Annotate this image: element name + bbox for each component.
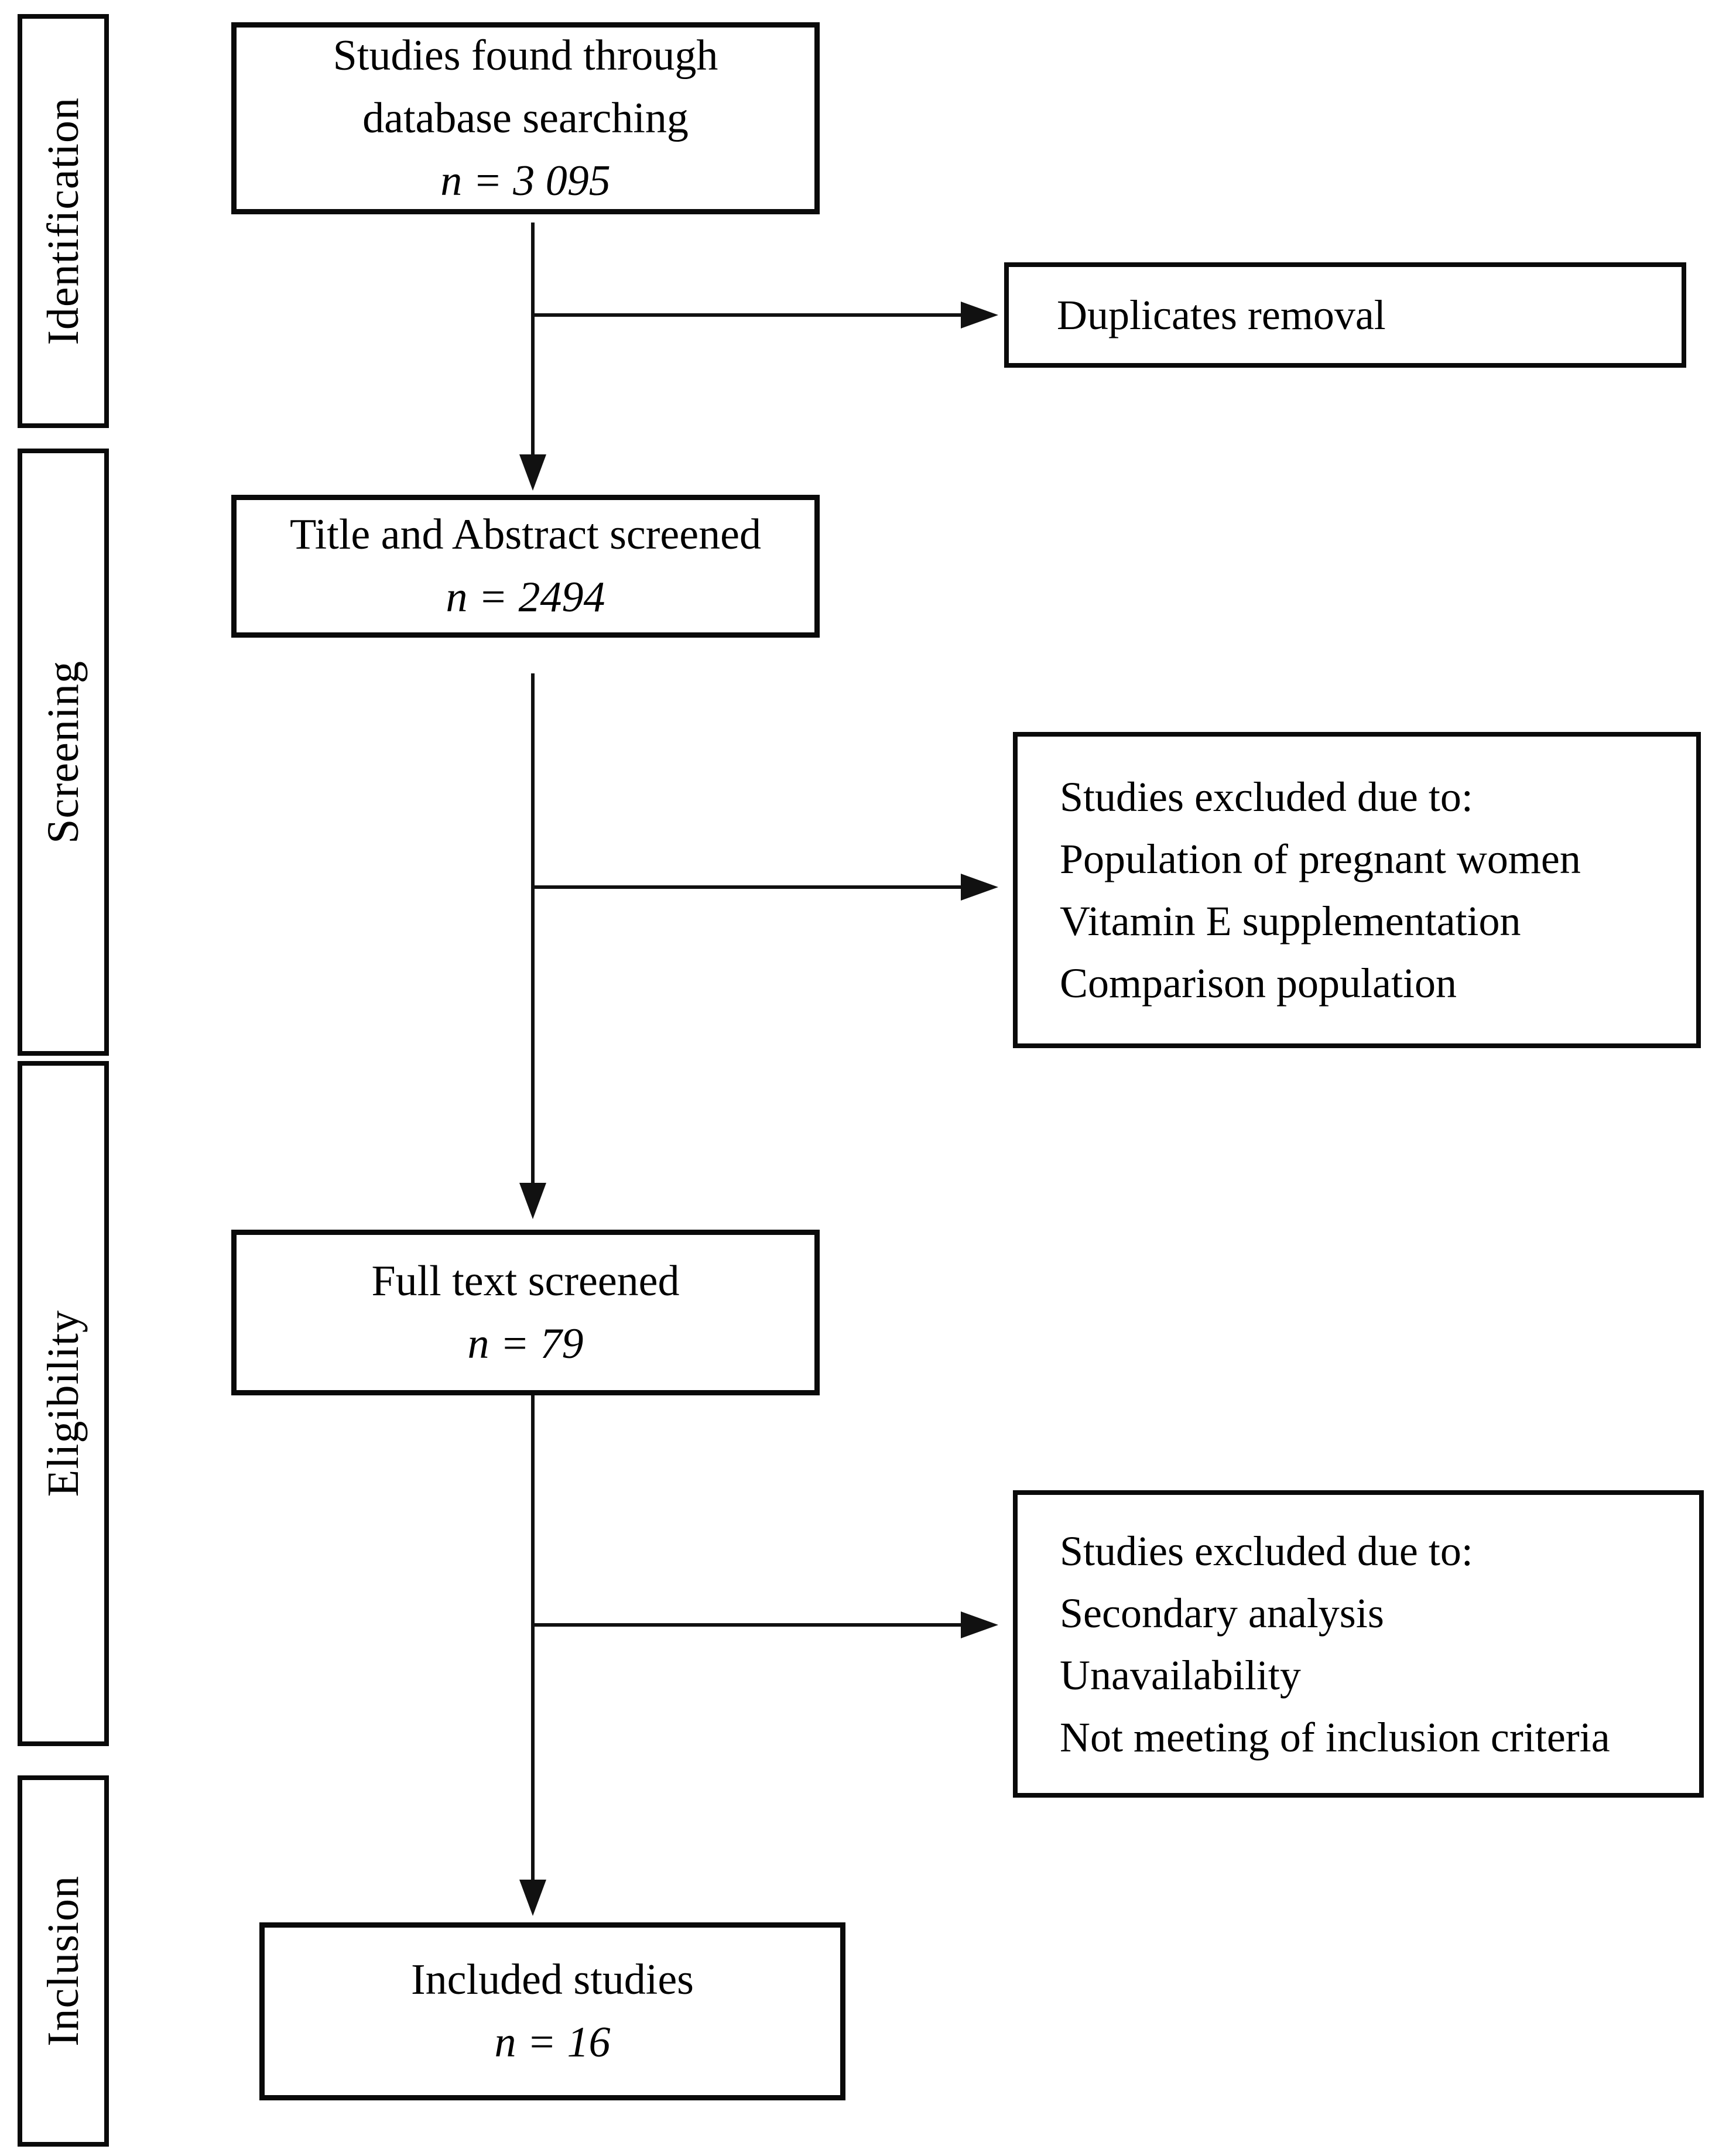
flow-text-line: Included studies xyxy=(411,1956,694,2004)
stage-label-identification: Identification xyxy=(38,97,88,345)
flow-text-line: Studies found through xyxy=(333,31,718,80)
arrow-line-down-3 xyxy=(531,1395,535,1881)
flow-box-title-abstract-screened: Title and Abstract screened n = 2494 xyxy=(231,495,820,638)
arrow-line-right-3 xyxy=(533,1623,962,1627)
stage-box-inclusion: Inclusion xyxy=(18,1775,109,2147)
side-box-excluded-screening: Studies excluded due to: Population of p… xyxy=(1013,732,1701,1048)
stage-label-inclusion: Inclusion xyxy=(38,1876,88,2047)
flow-count: n = 3 095 xyxy=(440,156,611,205)
side-text-line: Unavailability xyxy=(1060,1651,1301,1699)
flow-count: n = 16 xyxy=(494,2018,611,2066)
side-text-line: Studies excluded due to: xyxy=(1060,1527,1473,1575)
side-text-line: Vitamin E supplementation xyxy=(1060,898,1521,944)
arrow-line-right-2 xyxy=(533,885,962,889)
arrowhead-down-1 xyxy=(519,454,546,491)
arrowhead-down-2 xyxy=(519,1183,546,1219)
arrowhead-right-1 xyxy=(961,302,998,328)
flow-count: n = 79 xyxy=(467,1319,584,1368)
side-text-line: Not meeting of inclusion criteria xyxy=(1060,1713,1610,1761)
arrow-line-down-2 xyxy=(531,673,535,1184)
stage-box-eligibility: Eligibility xyxy=(18,1061,109,1746)
flow-text-line: Full text screened xyxy=(371,1257,680,1305)
arrowhead-right-3 xyxy=(961,1611,998,1638)
arrow-line-down-1 xyxy=(531,223,535,456)
stage-box-screening: Screening xyxy=(18,449,109,1056)
side-text-line: Secondary analysis xyxy=(1060,1589,1384,1637)
flow-box-included-studies: Included studies n = 16 xyxy=(259,1922,845,2100)
side-text-line: Studies excluded due to: xyxy=(1060,774,1473,820)
flow-box-database-search: Studies found through database searching… xyxy=(231,22,820,214)
flow-count: n = 2494 xyxy=(446,573,605,621)
stage-label-eligibility: Eligibility xyxy=(38,1310,88,1497)
stage-box-identification: Identification xyxy=(18,14,109,428)
flow-text-line: Title and Abstract screened xyxy=(290,511,761,559)
side-text-line: Comparison population xyxy=(1060,960,1457,1007)
side-box-excluded-eligibility: Studies excluded due to: Secondary analy… xyxy=(1013,1490,1704,1798)
flow-box-full-text-screened: Full text screened n = 79 xyxy=(231,1230,820,1395)
arrowhead-right-2 xyxy=(961,874,998,901)
flow-text-line: database searching xyxy=(362,94,689,142)
side-box-duplicates-removal: Duplicates removal xyxy=(1004,262,1686,368)
arrow-line-right-1 xyxy=(533,313,962,317)
arrowhead-down-3 xyxy=(519,1880,546,1916)
stage-label-screening: Screening xyxy=(38,661,88,844)
side-text-line: Population of pregnant women xyxy=(1060,836,1581,882)
side-text-line: Duplicates removal xyxy=(1057,292,1386,338)
